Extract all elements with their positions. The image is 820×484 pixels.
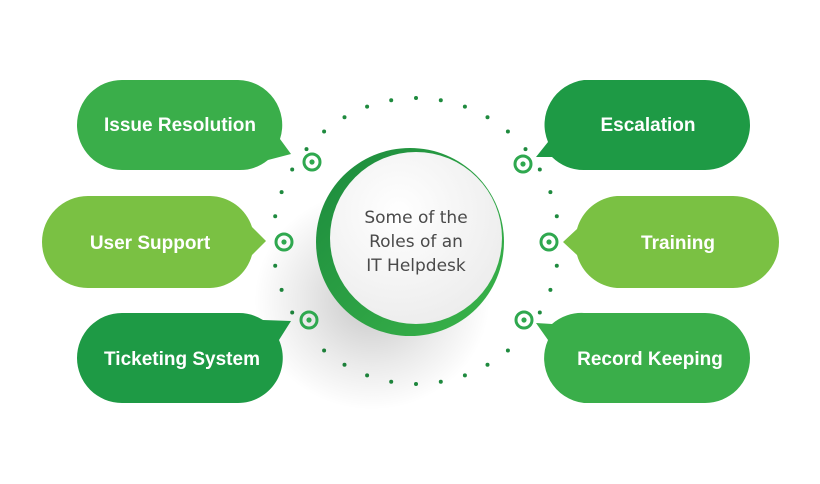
role-bubble-ticketing-system: Ticketing System <box>77 310 319 403</box>
target-ring-icon <box>514 310 534 330</box>
orbit-dot <box>322 129 327 134</box>
bubble-shape <box>77 80 291 171</box>
orbit-dot <box>414 96 418 100</box>
center-line-1: Some of the <box>364 208 467 228</box>
role-label-escalation: Escalation <box>600 115 695 136</box>
orbit-dot <box>462 373 467 378</box>
role-bubble-user-support: User Support <box>42 196 294 288</box>
orbit-dot <box>537 167 542 172</box>
orbit-dot <box>554 214 559 219</box>
orbit-dot <box>537 310 542 315</box>
bubble-shape <box>536 80 750 171</box>
orbit-dot <box>342 115 347 120</box>
orbit-dot <box>438 98 443 103</box>
target-ring-icon <box>299 310 319 330</box>
bubble-shape <box>536 312 750 403</box>
orbit-dot <box>548 190 553 195</box>
bubble-shape <box>563 196 779 288</box>
role-bubble-training: Training <box>539 196 779 288</box>
bubble-shape <box>42 196 266 288</box>
center-circle: Some of the Roles of an IT Helpdesk <box>254 148 504 410</box>
orbit-dot <box>273 214 278 219</box>
orbit-dot <box>505 348 510 353</box>
orbit-dot <box>485 115 490 120</box>
center-line-3: IT Helpdesk <box>366 256 466 276</box>
target-ring-icon <box>274 232 294 252</box>
bubble-shape <box>77 312 291 403</box>
role-label-ticketing-system: Ticketing System <box>104 349 260 370</box>
target-ring-icon <box>513 154 533 174</box>
center-face <box>330 152 502 324</box>
orbit-dot <box>548 287 553 292</box>
target-ring-icon <box>302 152 322 172</box>
role-label-issue-resolution: Issue Resolution <box>104 115 256 136</box>
orbit-dot <box>554 263 559 268</box>
role-label-record-keeping: Record Keeping <box>577 349 723 370</box>
center-line-2: Roles of an <box>369 232 463 252</box>
role-label-user-support: User Support <box>90 233 211 254</box>
orbit-dot <box>485 362 490 367</box>
role-label-training: Training <box>641 233 715 254</box>
orbit-dot <box>505 129 510 134</box>
orbit-dot <box>304 147 309 152</box>
orbit-dot <box>462 104 467 109</box>
role-bubble-escalation: Escalation <box>513 80 750 174</box>
role-bubble-issue-resolution: Issue Resolution <box>77 80 322 172</box>
orbit-dot <box>523 147 528 152</box>
target-ring-icon <box>539 232 559 252</box>
orbit-dot <box>279 190 284 195</box>
role-bubble-record-keeping: Record Keeping <box>514 310 750 403</box>
orbit-dot <box>365 104 370 109</box>
orbit-dot <box>290 167 295 172</box>
orbit-dot <box>389 98 394 103</box>
